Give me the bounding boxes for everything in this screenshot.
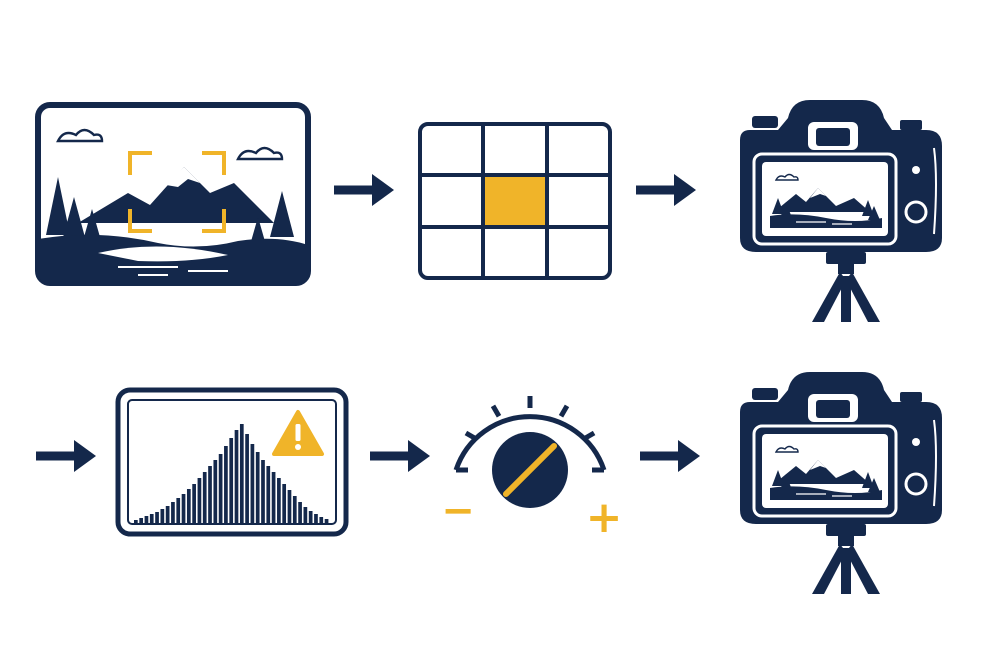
histogram-bar: [287, 490, 292, 524]
histogram-bar: [149, 514, 154, 524]
histogram-bar: [271, 472, 276, 524]
histogram-bar: [160, 509, 165, 524]
histogram-bar: [292, 496, 297, 524]
histogram-bar: [197, 478, 202, 524]
histogram-bar: [239, 424, 244, 524]
histogram-bar: [181, 494, 186, 524]
exposure-compensation-dial-icon: − +: [441, 396, 622, 543]
arrow-right-icon: [636, 174, 696, 206]
warning-triangle-icon: [272, 410, 324, 456]
histogram-bar: [144, 516, 149, 524]
highlighted-metering-cell: [485, 176, 545, 226]
histogram-bar: [192, 484, 196, 524]
landscape-focus-frame-icon: [35, 102, 311, 286]
histogram-bar: [202, 472, 207, 524]
metering-grid-icon: [418, 122, 612, 280]
histogram-bar: [319, 517, 324, 524]
dial-tick: [490, 404, 502, 418]
histogram-bar: [171, 502, 175, 524]
histogram-bar: [266, 466, 271, 524]
arrow-right-icon: [36, 440, 96, 472]
histogram-bar: [165, 506, 170, 524]
histogram-bar: [186, 489, 191, 524]
histogram-bar: [218, 454, 223, 524]
dial-min-symbol: −: [441, 488, 475, 534]
histogram-bar: [176, 498, 181, 524]
histogram-bar: [139, 518, 144, 524]
dial-pointer: [502, 442, 558, 498]
dial-max-symbol: +: [586, 492, 623, 543]
histogram-bar: [224, 446, 228, 524]
arrow-right-icon: [334, 174, 394, 206]
focus-frame: [128, 151, 226, 233]
camera-on-tripod-icon: [740, 100, 942, 322]
histogram-bar: [134, 520, 138, 524]
camera-on-tripod-icon: [740, 372, 942, 594]
histogram-bar: [308, 511, 313, 524]
arrow-right-icon: [640, 440, 700, 472]
histogram-bars: [134, 424, 329, 524]
histogram-bar: [213, 460, 218, 524]
histogram-bar: [282, 484, 287, 524]
histogram-bar: [303, 507, 308, 524]
histogram-bar: [229, 438, 234, 524]
histogram-bar: [250, 444, 255, 524]
histogram-bar: [234, 430, 239, 524]
histogram-bar: [298, 502, 302, 524]
histogram-bar: [155, 512, 159, 524]
histogram-bar: [277, 478, 281, 524]
histogram-bar: [314, 514, 318, 524]
histogram-bar: [208, 466, 212, 524]
histogram-warning-icon: [115, 387, 349, 537]
dial-tick: [582, 430, 596, 442]
histogram-bar: [324, 519, 329, 524]
histogram-bar: [261, 460, 265, 524]
arrow-right-icon: [370, 440, 430, 472]
dial-tick: [464, 430, 478, 442]
histogram-bar: [255, 452, 260, 524]
dial-tick: [558, 404, 570, 418]
histogram-bar: [245, 434, 249, 524]
